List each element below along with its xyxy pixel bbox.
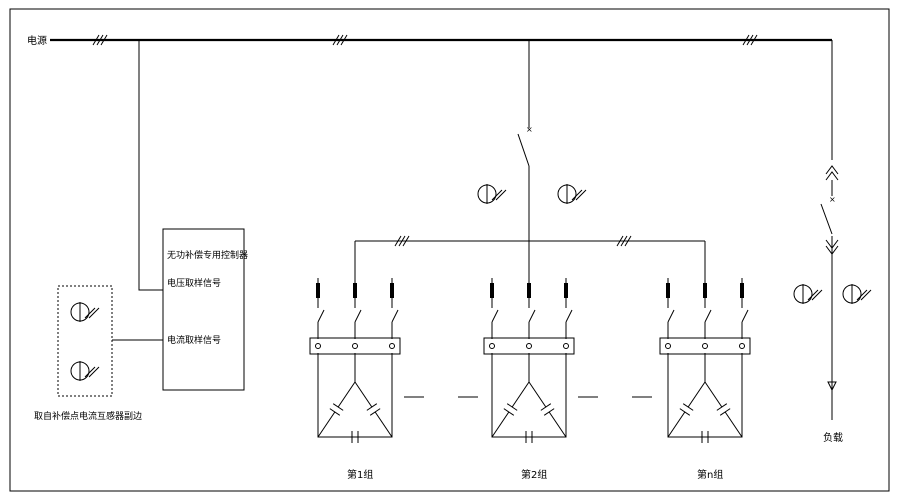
contactor-icon [354, 309, 362, 323]
capacitor-icon [317, 381, 393, 443]
switch-x-mark-feed: × [526, 125, 533, 134]
capacitor-frame [317, 354, 393, 438]
group-label: 第1组 [347, 468, 373, 481]
group-bus-marks [394, 235, 632, 247]
thermal-relay-icon [489, 343, 495, 349]
load-ct-left [793, 284, 823, 304]
current-signal-label: 电流取样信号 [167, 334, 221, 346]
thermal-relay-icon [526, 343, 532, 349]
contactor-icon [565, 309, 573, 323]
fuse-icon [353, 283, 357, 298]
capacitor-icon [667, 381, 743, 443]
three-phase-marks [92, 34, 758, 46]
contactor-icon [528, 309, 536, 323]
thermal-relay-icon [352, 343, 358, 349]
load-ct-right [842, 284, 872, 304]
capacitor-groups: 第1组 第2组 第n组 [309, 278, 751, 481]
thermal-relay-icon [315, 343, 321, 349]
thermal-relay-icon [389, 343, 395, 349]
group-label: 第2组 [521, 468, 547, 481]
relay-box [309, 337, 401, 355]
thermal-relay-icon [739, 343, 745, 349]
ct-symbol-upper [70, 302, 100, 322]
contactor-icon [667, 309, 675, 323]
fuse-icon [564, 283, 568, 298]
feed-ct-left [477, 184, 507, 204]
ct-note: 取自补偿点电流互感器副边 [34, 410, 142, 422]
thermal-relay-icon [702, 343, 708, 349]
fuse-icon [490, 283, 494, 298]
switch-x-mark-load: × [829, 195, 836, 204]
capacitor-group-3: 第n组 [659, 278, 751, 481]
thermal-relay-icon [563, 343, 569, 349]
fuse-icon [740, 283, 744, 298]
load-label: 负载 [823, 431, 843, 444]
contactor-icon [491, 309, 499, 323]
load-arrow [827, 381, 837, 392]
capacitor-group-2: 第2组 [483, 278, 575, 481]
relay-box [483, 337, 575, 355]
contactor-icon [704, 309, 712, 323]
fuse-icon [703, 283, 707, 298]
capacitor-icon [491, 381, 567, 443]
load-switch [820, 203, 833, 235]
contactor-icon [391, 309, 399, 323]
controller-box [162, 228, 245, 391]
fuse-icon [666, 283, 670, 298]
ct-symbol-lower [70, 361, 100, 381]
fuse-icon [316, 283, 320, 298]
group-feed-switch [517, 133, 530, 167]
relay-box [659, 337, 751, 355]
source-label: 电源 [27, 34, 47, 47]
fuse-icon [527, 283, 531, 298]
contactor-icon [741, 309, 749, 323]
thermal-relay-icon [665, 343, 671, 349]
group-label: 第n组 [697, 468, 723, 481]
capacitor-frame [667, 354, 743, 438]
ct-box [57, 285, 113, 397]
voltage-signal-label: 电压取样信号 [167, 277, 221, 289]
voltage-sample-wire [138, 40, 163, 291]
fuse-icon [390, 283, 394, 298]
diagram-frame [9, 8, 890, 492]
capacitor-frame [491, 354, 567, 438]
contactor-icon [317, 309, 325, 323]
feed-ct-right [557, 184, 587, 204]
capacitor-group-1: 第1组 [309, 278, 401, 481]
load-disconnect-upper-contact [825, 165, 839, 181]
controller-title: 无功补偿专用控制器 [167, 249, 248, 261]
